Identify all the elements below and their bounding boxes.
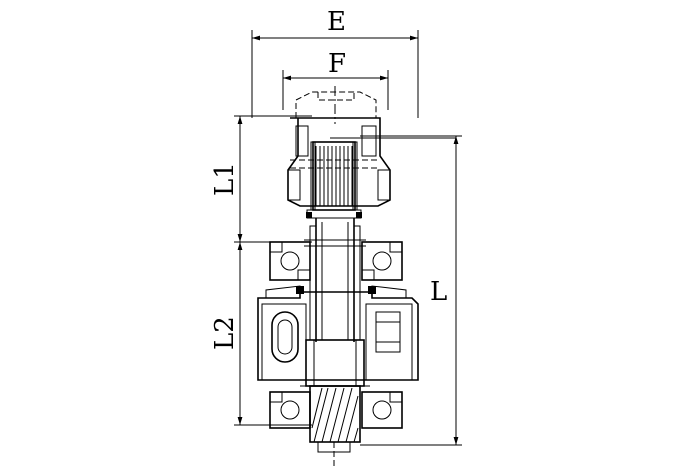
dimension-l1: L1: [210, 115, 312, 243]
lower-bearing-left: [269, 391, 311, 429]
gearbox-body: [257, 285, 419, 381]
dimension-label-l2: L2: [210, 316, 240, 350]
dimension-e: E: [251, 7, 419, 118]
shaft: [304, 218, 366, 342]
dimension-label-e: E: [327, 7, 346, 37]
upper-housing: [287, 91, 456, 207]
dimension-label-l: L: [430, 277, 447, 307]
upper-bearing-right: [361, 241, 403, 281]
spline-coupling: [306, 141, 362, 219]
upper-bearing-left: [269, 241, 311, 281]
dimension-f: F: [282, 49, 389, 110]
dimension-label-l1: L1: [210, 162, 240, 196]
lower-bearing-right: [361, 391, 403, 429]
dimension-l2: L2: [210, 242, 312, 426]
dimension-l: L: [360, 135, 462, 446]
helical-gear: [309, 385, 361, 466]
shaft-collar: [300, 339, 370, 387]
dimension-label-f: F: [328, 49, 346, 79]
